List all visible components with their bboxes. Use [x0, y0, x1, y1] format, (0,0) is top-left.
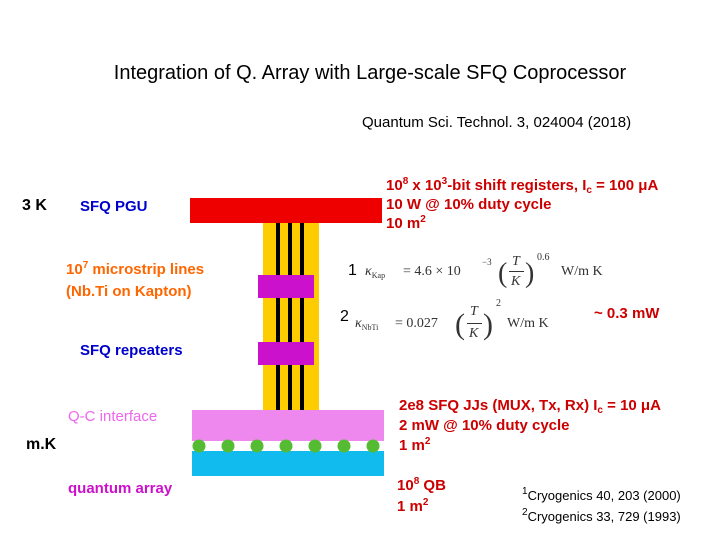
sfq-repeater-block — [258, 342, 314, 365]
pgu-specs: 108 x 103-bit shift registers, Ic = 100 … — [386, 176, 659, 233]
quantum-array-block — [192, 451, 384, 476]
stage-label-mk: m.K — [26, 436, 57, 453]
label-qc-interface: Q-C interface — [68, 408, 158, 425]
green-circle-icon — [366, 439, 380, 453]
label-sfq-repeaters: SFQ repeaters — [80, 342, 183, 359]
sfq-specs: 2e8 SFQ JJs (MUX, Tx, Rx) Ic = 10 μA 2 m… — [399, 397, 661, 454]
formula-label-1: 1 — [348, 262, 357, 279]
microstrip-line — [288, 215, 292, 410]
microstrip-line — [300, 215, 304, 410]
footnote-1: 1Cryogenics 40, 203 (2000) — [522, 486, 681, 504]
label-quantum-array: quantum array — [68, 480, 173, 497]
label-microstrip-lines: 107 microstrip lines(Nb.Ti on Kapton) — [66, 260, 205, 301]
bump-dots — [192, 439, 380, 453]
sfq-pgu-block — [190, 198, 382, 223]
label-sfq-pgu: SFQ PGU — [80, 198, 148, 215]
footnote-2: 2Cryogenics 33, 729 (1993) — [522, 507, 681, 525]
green-circle-icon — [250, 439, 264, 453]
reference-citation: Quantum Sci. Technol. 3, 024004 (2018) — [362, 114, 632, 131]
microstrip-line — [276, 215, 280, 410]
green-circle-icon — [279, 439, 293, 453]
green-circle-icon — [308, 439, 322, 453]
connector-block-1 — [258, 275, 314, 298]
footnotes: 1Cryogenics 40, 203 (2000) 2Cryogenics 3… — [522, 485, 681, 527]
page-title: Integration of Q. Array with Large-scale… — [113, 62, 627, 84]
green-circle-icon — [192, 439, 206, 453]
qc-interface-block — [192, 410, 384, 441]
stage-label-3k: 3 K — [22, 197, 47, 214]
green-circle-icon — [337, 439, 351, 453]
heat-load-value: ~ 0.3 mW — [594, 305, 660, 322]
green-circle-icon — [221, 439, 235, 453]
formula-label-2: 2 — [340, 308, 349, 325]
qubit-specs: 108 QB 1 m2 — [397, 476, 446, 516]
